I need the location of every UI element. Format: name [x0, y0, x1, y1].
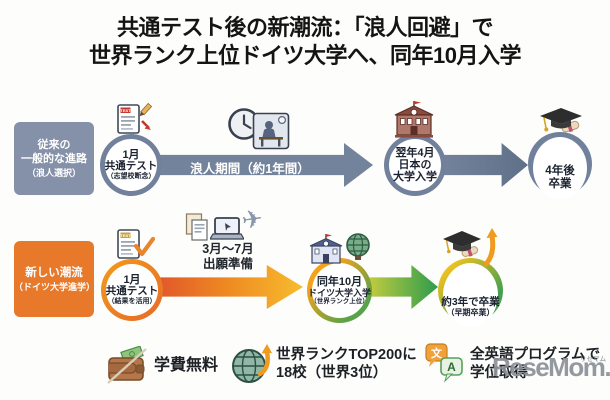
graduation-cap-diploma-icon — [540, 108, 582, 133]
label-line: 一般的な進路 — [21, 153, 87, 166]
step-text: （志望校断念） — [106, 173, 156, 181]
clock-icon — [228, 108, 260, 140]
step-circle-common-test-trad: 1月 共通テスト （志望校断念） — [100, 134, 162, 196]
svg-text:文: 文 — [431, 346, 443, 360]
application-prep-note: 3月～7月 出願準備 — [168, 242, 288, 272]
page-title: 共通テスト後の新潮流：「浪人回避」で 世界ランク上位ドイツ大学へ、同年10月入学 — [0, 14, 610, 70]
benefit-line: 全英語プログラムで — [470, 347, 601, 363]
step-text: 1月 — [122, 149, 140, 162]
step-circle-graduation-trad: 4年後 卒業 — [528, 132, 592, 199]
university-globe-icon — [309, 233, 370, 264]
step-text: 共通テスト — [104, 160, 158, 173]
svg-text:A: A — [447, 360, 456, 374]
step-text: 同年10月 — [316, 275, 363, 288]
test-paper-fail-icon: TEST — [117, 102, 153, 134]
step-text: （結果を活用） — [107, 298, 157, 306]
step-text: 4年後 — [545, 165, 575, 178]
step-text: （早期卒業） — [446, 308, 495, 318]
label-line: （ドイツ大学進学） — [14, 281, 96, 292]
step-text: 日本の — [398, 158, 432, 171]
prep-line: 3月～7月 — [202, 242, 254, 256]
early-graduation-icon — [443, 228, 498, 267]
resemom-watermark: リセマム ReseMom. — [492, 354, 610, 381]
laptop-icon — [210, 217, 244, 240]
label-line: 従来の — [37, 138, 71, 151]
benefit-world-rank: 世界ランクTOP200に 18校（世界3位） — [276, 346, 417, 382]
traditional-path-label: 従来の 一般的な進路 （浪人選択） — [14, 122, 94, 195]
label-line: 新しい潮流 — [25, 266, 83, 279]
step-circle-german-university: 同年10月 ドイツ大学入学 （世界ランク上位） — [307, 258, 372, 323]
studying-person-icon — [252, 112, 290, 150]
new-trend-label: 新しい潮流 （ドイツ大学進学） — [14, 241, 96, 317]
watermark-logo: ReseMom. — [492, 352, 610, 382]
step-circle-japan-university: 翌年4月 日本の 大学入学 — [384, 134, 446, 196]
svg-text:TEST: TEST — [120, 108, 131, 113]
benefit-line: 学位取得 — [470, 365, 528, 382]
wallet-icon — [107, 346, 147, 384]
step-text: 1月 — [123, 274, 141, 287]
benefit-english-program: 全英語プログラムで 学位取得 — [470, 346, 600, 382]
svg-text:TEST: TEST — [120, 233, 131, 238]
ronin-period-text: 浪人期間（約1年間） — [190, 162, 310, 176]
step-text: 約3年で卒業 — [441, 296, 500, 309]
arrow-to-early-graduation — [368, 265, 438, 309]
step-text: （世界ランク上位） — [310, 298, 369, 306]
test-paper-check-icon: TEST — [117, 229, 156, 259]
benefit-line: 18校（世界3位） — [276, 365, 388, 382]
globe-rank-icon — [232, 344, 272, 383]
benefit-free-tuition: 学費無料 — [154, 357, 219, 374]
airplane-icon: ✈ — [240, 204, 265, 236]
benefit-line: 世界ランクTOP200に — [276, 347, 417, 363]
arrow-to-graduation — [440, 143, 528, 187]
step-circle-common-test-new: 1月 共通テスト （結果を活用） — [101, 259, 163, 321]
step-text: 共通テスト — [105, 285, 159, 298]
step-circle-early-graduation: 約3年で卒業 （早期卒業） — [438, 258, 503, 327]
title-line-2: 世界ランク上位ドイツ大学へ、同年10月入学 — [89, 43, 521, 69]
prep-line: 出願準備 — [202, 257, 253, 271]
step-text: 翌年4月 — [395, 146, 435, 159]
step-text: 卒業 — [548, 178, 572, 191]
documents-icon — [185, 213, 208, 241]
watermark-kana: リセマム — [580, 356, 607, 363]
title-line-1: 共通テスト後の新潮流：「浪人回避」で — [116, 15, 494, 40]
step-text: 大学入学 — [393, 171, 437, 184]
translate-icon: 文 A — [425, 343, 463, 383]
step-text: ドイツ大学入学 — [308, 287, 372, 298]
label-line: （浪人選択） — [26, 168, 81, 179]
school-building-icon — [394, 101, 434, 138]
